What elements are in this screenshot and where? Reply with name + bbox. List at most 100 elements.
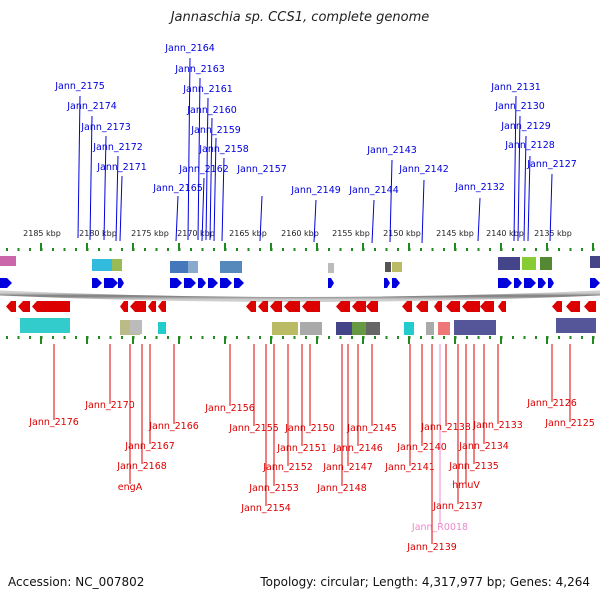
forward-gene-arrow[interactable] — [92, 278, 102, 288]
reverse-gene-label[interactable]: Jann_2126 — [526, 398, 577, 409]
reverse-gene-arrow[interactable] — [480, 301, 494, 312]
reverse-gene-label[interactable]: Jann_2148 — [316, 483, 367, 494]
reverse-gene-label[interactable]: Jann_2156 — [204, 403, 255, 414]
reverse-gene-arrow[interactable] — [158, 301, 166, 312]
forward-gene-label[interactable]: Jann_2159 — [190, 125, 241, 136]
forward-gene-label[interactable]: Jann_2165 — [152, 183, 203, 194]
reverse-gene-label[interactable]: Jann_2134 — [458, 441, 509, 452]
reverse-gene-label[interactable]: Jann_2151 — [276, 443, 327, 454]
forward-gene-arrow[interactable] — [234, 278, 244, 288]
reverse-gene-arrow[interactable] — [446, 301, 460, 312]
label-leader — [115, 155, 119, 242]
reverse-gene-label[interactable]: Jann_2145 — [346, 423, 397, 434]
forward-gene-label[interactable]: Jann_2158 — [198, 144, 249, 155]
reverse-gene-label[interactable]: engA — [118, 482, 143, 493]
forward-gene-arrow[interactable] — [384, 278, 390, 288]
forward-gene-label[interactable]: Jann_2173 — [80, 122, 131, 133]
reverse-gene-arrow[interactable] — [566, 301, 580, 312]
reverse-gene-arrow[interactable] — [120, 301, 128, 312]
reverse-gene-arrow[interactable] — [352, 301, 366, 312]
forward-gene-arrow[interactable] — [514, 278, 522, 288]
forward-gene-label[interactable]: Jann_2175 — [54, 81, 105, 92]
forward-gene-arrow[interactable] — [170, 278, 182, 288]
function-box — [438, 322, 450, 335]
reverse-gene-arrow[interactable] — [270, 301, 282, 312]
reverse-gene-label[interactable]: Jann_2168 — [116, 461, 167, 472]
forward-gene-label[interactable]: Jann_2130 — [494, 101, 545, 112]
forward-gene-label[interactable]: Jann_2160 — [186, 105, 237, 116]
reverse-gene-label[interactable]: Jann_2146 — [332, 443, 383, 454]
reverse-gene-label[interactable]: Jann_2141 — [384, 462, 435, 473]
forward-gene-arrow[interactable] — [524, 278, 536, 288]
forward-gene-label[interactable]: Jann_2129 — [500, 121, 551, 132]
reverse-gene-arrow[interactable] — [434, 301, 442, 312]
forward-gene-label[interactable]: Jann_2131 — [490, 82, 541, 93]
reverse-gene-arrow[interactable] — [148, 301, 156, 312]
forward-gene-label[interactable]: Jann_2128 — [504, 140, 555, 151]
forward-gene-arrow[interactable] — [590, 278, 600, 288]
reverse-gene-arrow[interactable] — [18, 301, 30, 312]
reverse-gene-arrow[interactable] — [32, 301, 70, 312]
reverse-gene-label[interactable]: Jann_2139 — [406, 542, 457, 553]
reverse-gene-arrow[interactable] — [366, 301, 378, 312]
reverse-gene-label[interactable]: Jann_2150 — [284, 423, 335, 434]
reverse-gene-arrow[interactable] — [130, 301, 146, 312]
reverse-gene-label[interactable]: Jann_2155 — [228, 423, 279, 434]
reverse-gene-label[interactable]: Jann_2133 — [472, 420, 523, 431]
reverse-gene-arrow[interactable] — [258, 301, 268, 312]
forward-gene-label[interactable]: Jann_2162 — [178, 164, 229, 175]
reverse-gene-arrow[interactable] — [498, 301, 506, 312]
forward-gene-label[interactable]: Jann_2172 — [92, 142, 143, 153]
reverse-gene-label[interactable]: Jann_2166 — [148, 421, 199, 432]
forward-gene-arrow[interactable] — [498, 278, 512, 288]
reverse-gene-arrow[interactable] — [402, 301, 412, 312]
reverse-gene-arrow[interactable] — [416, 301, 428, 312]
reverse-gene-arrow[interactable] — [462, 301, 480, 312]
reverse-gene-label[interactable]: Jann_2170 — [84, 400, 135, 411]
reverse-gene-arrow[interactable] — [6, 301, 16, 312]
forward-gene-arrow[interactable] — [548, 278, 554, 288]
reverse-gene-arrow[interactable] — [284, 301, 300, 312]
forward-gene-arrow[interactable] — [184, 278, 196, 288]
tick-major — [224, 243, 226, 251]
reverse-gene-label[interactable]: hmuV — [452, 480, 480, 491]
reverse-gene-arrow[interactable] — [302, 301, 320, 312]
forward-gene-label[interactable]: Jann_2163 — [174, 64, 225, 75]
reverse-gene-label[interactable]: Jann_2140 — [396, 442, 447, 453]
forward-gene-arrow[interactable] — [118, 278, 124, 288]
forward-gene-label[interactable]: Jann_2157 — [236, 164, 287, 175]
forward-gene-label[interactable]: Jann_2171 — [96, 162, 147, 173]
forward-gene-arrow[interactable] — [220, 278, 232, 288]
forward-gene-arrow[interactable] — [208, 278, 218, 288]
reverse-gene-label[interactable]: Jann_R0018 — [411, 522, 468, 533]
forward-gene-label[interactable]: Jann_2144 — [348, 185, 399, 196]
forward-gene-label[interactable]: Jann_2174 — [66, 101, 117, 112]
reverse-gene-label[interactable]: Jann_2138 — [420, 422, 471, 433]
forward-gene-arrow[interactable] — [538, 278, 546, 288]
forward-gene-arrow[interactable] — [392, 278, 400, 288]
forward-gene-label[interactable]: Jann_2161 — [182, 84, 233, 95]
forward-gene-label[interactable]: Jann_2142 — [398, 164, 449, 175]
forward-gene-arrow[interactable] — [104, 278, 118, 288]
reverse-gene-arrow[interactable] — [246, 301, 256, 312]
reverse-gene-label[interactable]: Jann_2135 — [448, 461, 499, 472]
forward-gene-label[interactable]: Jann_2132 — [454, 182, 505, 193]
reverse-gene-arrow[interactable] — [584, 301, 596, 312]
reverse-gene-label[interactable]: Jann_2153 — [248, 483, 299, 494]
reverse-gene-label[interactable]: Jann_2125 — [544, 418, 595, 429]
forward-gene-arrow[interactable] — [0, 278, 12, 288]
reverse-gene-arrow[interactable] — [552, 301, 562, 312]
forward-gene-label[interactable]: Jann_2149 — [290, 185, 341, 196]
forward-gene-arrow[interactable] — [328, 278, 334, 288]
reverse-gene-arrow[interactable] — [336, 301, 350, 312]
forward-gene-label[interactable]: Jann_2143 — [366, 145, 417, 156]
reverse-gene-label[interactable]: Jann_2154 — [240, 503, 291, 514]
reverse-gene-label[interactable]: Jann_2147 — [322, 462, 373, 473]
reverse-gene-label[interactable]: Jann_2137 — [432, 501, 483, 512]
forward-gene-arrow[interactable] — [198, 278, 206, 288]
forward-gene-label[interactable]: Jann_2127 — [526, 159, 577, 170]
forward-gene-label[interactable]: Jann_2164 — [164, 43, 215, 54]
reverse-gene-label[interactable]: Jann_2152 — [262, 462, 313, 473]
reverse-gene-label[interactable]: Jann_2176 — [28, 417, 79, 428]
reverse-gene-label[interactable]: Jann_2167 — [124, 441, 175, 452]
